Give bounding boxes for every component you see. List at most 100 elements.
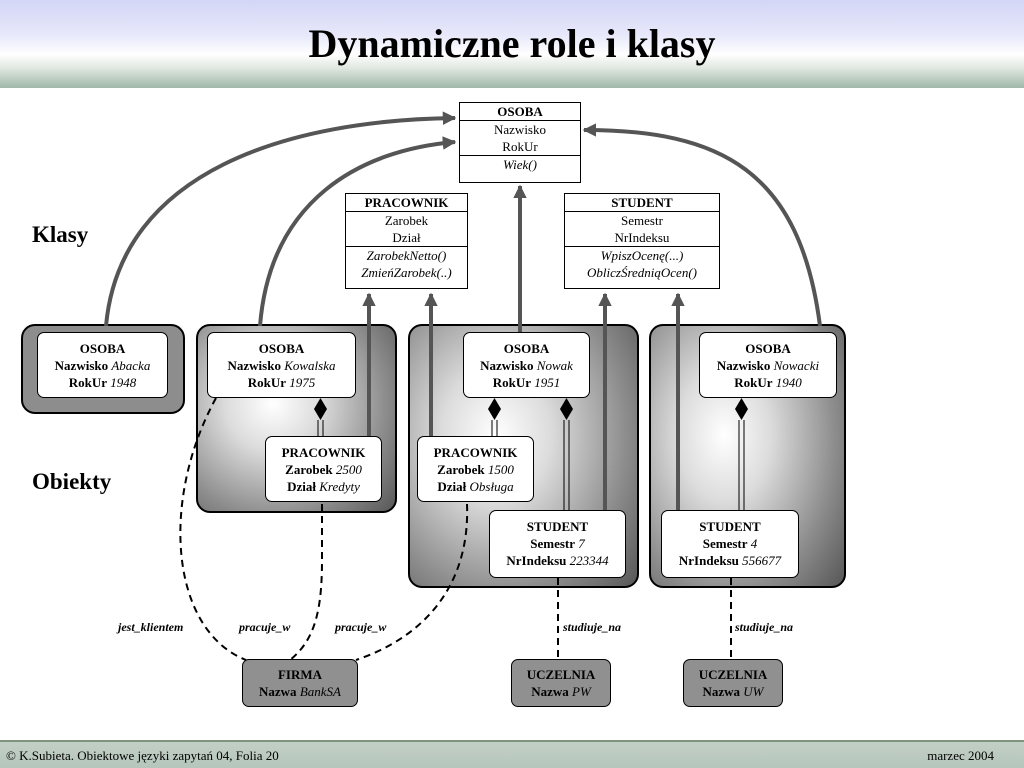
link-label-studiuje-na-2: studiuje_na	[735, 620, 794, 634]
object-osoba-kowalska: OSOBA Nazwisko Kowalska RokUr 1975	[207, 332, 356, 398]
link-pracuje-w-obsluga	[355, 503, 469, 661]
object-pracownik-obsluga: PRACOWNIK Zarobek 1500 Dział Obsługa	[417, 436, 534, 502]
class-osoba-name: OSOBA	[460, 103, 580, 121]
arrow-kowalska-to-osoba	[258, 136, 457, 327]
object-value: 1975	[289, 375, 316, 390]
object-osoba-nowak: OSOBA Nazwisko Nowak RokUr 1951	[463, 332, 590, 398]
object-key: NrIndeksu	[678, 553, 739, 568]
object-value: 223344	[569, 553, 609, 568]
object-key: Nazwisko	[480, 358, 534, 373]
composition-diamond-kowalska	[314, 398, 327, 420]
section-label-classes: Klasy	[32, 222, 89, 247]
object-value: BankSA	[299, 684, 341, 699]
class-pracownik-methods: ZarobekNetto() ZmieńZarobek(..)	[346, 247, 467, 281]
object-uczelnia-pw: UCZELNIA Nazwa PW	[511, 659, 611, 707]
link-label-pracuje-w-1: pracuje_w	[239, 620, 291, 634]
object-key: Zarobek	[437, 462, 485, 477]
arrow-abacka-to-osoba	[104, 111, 457, 327]
class-osoba: OSOBA Nazwisko RokUr Wiek()	[459, 102, 581, 183]
class-pracownik-name: PRACOWNIK	[346, 194, 467, 212]
class-attr: Dział	[392, 230, 421, 245]
object-value: 1500	[487, 462, 514, 477]
object-type: UCZELNIA	[698, 667, 768, 682]
arrow-nowacki-to-osoba	[582, 123, 822, 327]
object-value: 1951	[534, 375, 561, 390]
class-attr: RokUr	[502, 139, 538, 154]
object-value: PW	[572, 684, 591, 699]
object-pracownik-kredyty: PRACOWNIK Zarobek 2500 Dział Kredyty	[265, 436, 382, 502]
class-student-attrs: Semestr NrIndeksu	[565, 212, 719, 247]
class-method: WpiszOcenę(...)	[600, 248, 684, 263]
composition-diamond-nowak-prac	[488, 398, 501, 420]
object-value: 556677	[742, 553, 782, 568]
slide-title: Dynamiczne role i klasy	[308, 21, 716, 66]
class-method: ZarobekNetto()	[366, 248, 447, 263]
object-type: STUDENT	[526, 519, 589, 534]
object-student-nowacki: STUDENT Semestr 4 NrIndeksu 556677	[661, 510, 799, 578]
object-value: 4	[750, 536, 758, 551]
class-attr: NrIndeksu	[614, 230, 670, 245]
object-key: Nazwa	[702, 684, 741, 699]
object-type: OSOBA	[79, 341, 126, 356]
object-value: Nowacki	[773, 358, 820, 373]
object-value: UW	[743, 684, 764, 699]
class-pracownik: PRACOWNIK Zarobek Dział ZarobekNetto() Z…	[345, 193, 468, 289]
object-type: FIRMA	[277, 667, 323, 682]
object-value: 1948	[110, 375, 137, 390]
class-student-name: STUDENT	[565, 194, 719, 212]
object-value: 7	[578, 536, 585, 551]
object-type: PRACOWNIK	[281, 445, 366, 460]
footer-copyright: © K.Subieta. Obiektowe języki zapytań 04…	[6, 748, 279, 763]
class-method: ObliczŚredniąOcen()	[587, 265, 697, 280]
class-attr: Zarobek	[384, 213, 429, 228]
object-type: UCZELNIA	[526, 667, 596, 682]
object-key: RokUr	[68, 375, 108, 390]
section-label-objects: Obiekty	[32, 469, 112, 494]
object-key: RokUr	[492, 375, 532, 390]
link-label-jest-klientem: jest_klientem	[118, 620, 184, 634]
link-jest-klientem	[179, 397, 247, 661]
class-osoba-methods: Wiek()	[460, 156, 580, 173]
object-key: Dział	[287, 479, 316, 494]
object-key: RokUr	[247, 375, 287, 390]
object-value: Nowak	[536, 358, 573, 373]
object-key: Nazwa	[259, 684, 297, 699]
object-key: Nazwisko	[227, 358, 281, 373]
class-student-methods: WpiszOcenę(...) ObliczŚredniąOcen()	[565, 247, 719, 281]
object-key: Dział	[437, 479, 467, 494]
object-type: OSOBA	[258, 341, 305, 356]
slide-footer: © K.Subieta. Obiektowe języki zapytań 04…	[0, 740, 1024, 768]
object-value: 2500	[335, 462, 362, 477]
object-key: Nazwisko	[716, 358, 771, 373]
object-key: Nazwisko	[54, 358, 109, 373]
object-key: Zarobek	[285, 462, 333, 477]
class-attr: Semestr	[621, 213, 663, 228]
class-osoba-attrs: Nazwisko RokUr	[460, 121, 580, 156]
object-type: OSOBA	[745, 341, 791, 356]
object-key: Semestr	[530, 536, 575, 551]
object-type: PRACOWNIK	[433, 445, 518, 460]
link-label-studiuje-na-1: studiuje_na	[563, 620, 622, 634]
object-uczelnia-uw: UCZELNIA Nazwa UW	[683, 659, 783, 707]
object-key: Nazwa	[531, 684, 569, 699]
object-osoba-abacka: OSOBA Nazwisko Abacka RokUr 1948	[37, 332, 168, 398]
object-value: 1940	[775, 375, 802, 390]
class-method: Wiek()	[503, 157, 537, 172]
object-value: Kredyty	[319, 479, 360, 494]
slide-header	[0, 0, 1024, 88]
object-student-nowak: STUDENT Semestr 7 NrIndeksu 223344	[489, 510, 626, 578]
composition-diamond-nowacki	[735, 398, 748, 420]
object-type: STUDENT	[699, 519, 761, 534]
object-osoba-nowacki: OSOBA Nazwisko Nowacki RokUr 1940	[699, 332, 837, 398]
composition-diamond-nowak-stud	[560, 398, 573, 420]
link-pracuje-w-kredyty	[289, 504, 323, 661]
link-label-pracuje-w-2: pracuje_w	[335, 620, 387, 634]
class-pracownik-attrs: Zarobek Dział	[346, 212, 467, 247]
object-value: Obsługa	[469, 479, 514, 494]
object-value: Abacka	[111, 358, 151, 373]
object-key: NrIndeksu	[506, 553, 567, 568]
class-attr: Nazwisko	[494, 122, 546, 137]
object-value: Kowalska	[284, 358, 336, 373]
class-student: STUDENT Semestr NrIndeksu WpiszOcenę(...…	[564, 193, 720, 289]
